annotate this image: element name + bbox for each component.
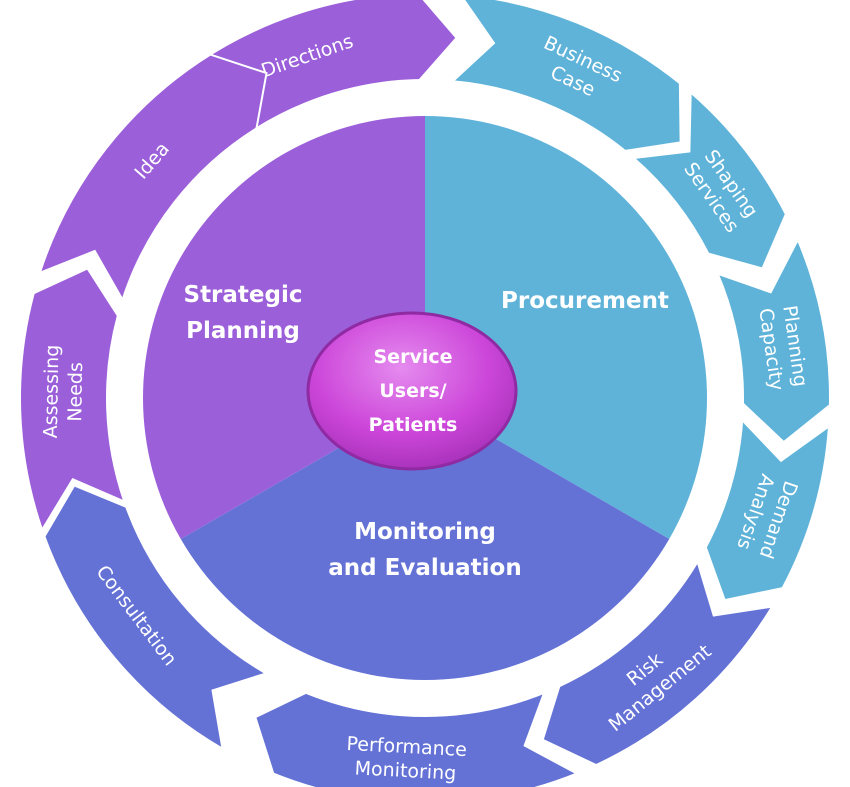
hub-label-line: Patients <box>369 414 458 436</box>
ring-segment-shape <box>715 237 831 444</box>
ring-label-line: Assessing <box>39 344 63 438</box>
sector-label-line: Procurement <box>501 288 669 314</box>
ring-label-line: Monitoring <box>354 757 457 784</box>
sector-monitoring <box>180 398 670 680</box>
ring-segment-business-case: BusinessCase <box>450 0 682 152</box>
ring-segment-assessing-needs: AssessingNeeds <box>19 267 127 533</box>
hub-ellipse <box>306 311 518 471</box>
ring-segment-shape <box>43 484 269 751</box>
ring-segment-shape <box>38 53 268 303</box>
sector-label-monitoring: Monitoring and Evaluation <box>328 519 521 581</box>
sector-label-line: Planning <box>186 318 300 344</box>
ring-segment-shape <box>704 417 831 602</box>
ring-segment-shape <box>19 267 127 533</box>
ring-segment-shaping-services: ShapingServices <box>631 90 787 270</box>
ring-segment-shape <box>450 0 682 152</box>
ring-label-assessing-needs: AssessingNeeds <box>39 344 87 438</box>
sector-label-procurement: Procurement <box>501 288 669 314</box>
ring-segment-shape <box>631 90 787 270</box>
hub-label-line: Users/ <box>379 380 446 402</box>
ring-segment-planning-capacity: PlanningCapacity <box>715 237 831 444</box>
sector-label-line: Monitoring <box>354 519 496 545</box>
ring-segment-performance-monitoring: PerformanceMonitoring <box>254 691 580 787</box>
ring-segment-demand-analysis: DemandAnalysis <box>704 417 831 602</box>
ring-label-performance-monitoring: PerformanceMonitoring <box>345 732 468 784</box>
hub-label-line: Service <box>374 346 453 368</box>
ring-segment-shape <box>254 691 580 787</box>
ring-label-line: Needs <box>64 362 87 422</box>
ring-segment-shape <box>541 559 775 767</box>
sector-label-line: and Evaluation <box>328 555 521 581</box>
sector-label-line: Strategic <box>184 282 303 308</box>
ring-segment-idea: Idea <box>38 53 268 303</box>
